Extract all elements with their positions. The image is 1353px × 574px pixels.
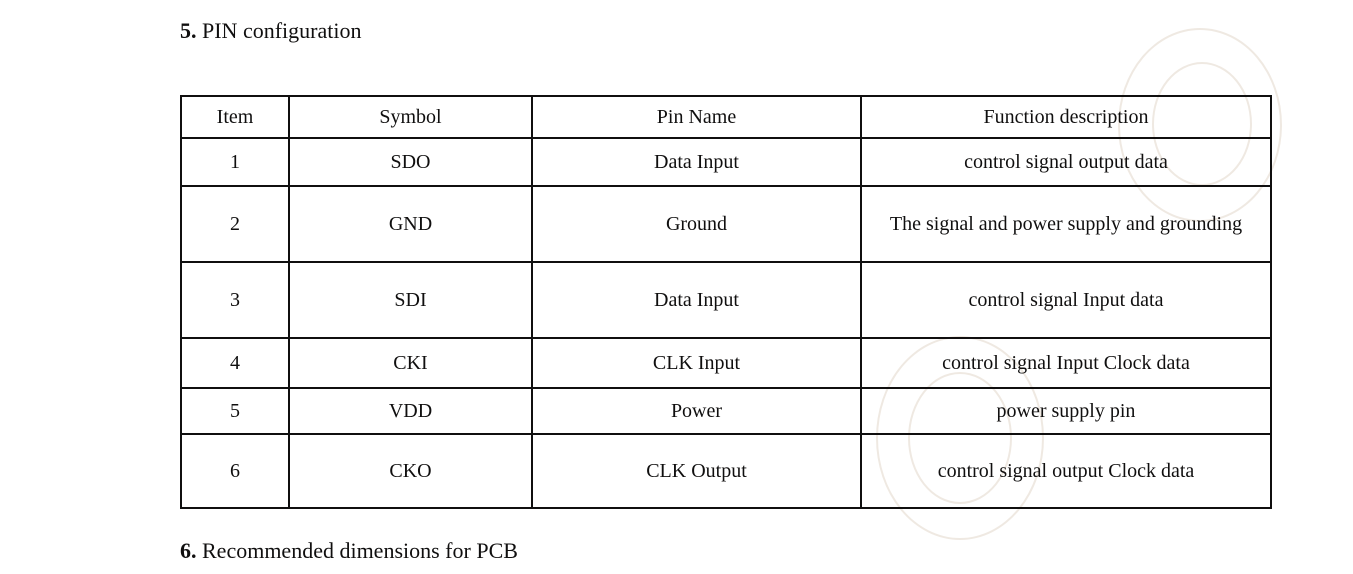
cell-item: 3 <box>180 261 290 339</box>
table-row: 6 CKO CLK Output control signal output C… <box>180 433 1272 509</box>
table-row: 2 GND Ground The signal and power supply… <box>180 185 1272 263</box>
pin-configuration-table: Item Symbol Pin Name Function descriptio… <box>180 95 1272 509</box>
section-title: Recommended dimensions for PCB <box>202 538 518 563</box>
column-header-function-description: Function description <box>860 95 1272 139</box>
section-number: 5. <box>180 18 197 43</box>
cell-item: 2 <box>180 185 290 263</box>
cell-function: control signal output Clock data <box>860 433 1272 509</box>
cell-item: 6 <box>180 433 290 509</box>
cell-item: 1 <box>180 137 290 187</box>
cell-symbol: VDD <box>288 387 533 435</box>
cell-pin-name: Power <box>531 387 862 435</box>
cell-pin-name: CLK Output <box>531 433 862 509</box>
cell-function: power supply pin <box>860 387 1272 435</box>
cell-item: 4 <box>180 337 290 389</box>
cell-symbol: CKO <box>288 433 533 509</box>
cell-pin-name: Ground <box>531 185 862 263</box>
section-number: 6. <box>180 538 197 563</box>
table-row: 1 SDO Data Input control signal output d… <box>180 137 1272 187</box>
table-row: 5 VDD Power power supply pin <box>180 387 1272 435</box>
cell-symbol: CKI <box>288 337 533 389</box>
cell-symbol: SDO <box>288 137 533 187</box>
cell-function: control signal Input data <box>860 261 1272 339</box>
section-heading-pin-configuration: 5. PIN configuration <box>180 18 361 44</box>
table-row: 4 CKI CLK Input control signal Input Clo… <box>180 337 1272 389</box>
section-heading-pcb-dimensions: 6. Recommended dimensions for PCB <box>180 538 518 564</box>
cell-function: control signal output data <box>860 137 1272 187</box>
cell-item: 5 <box>180 387 290 435</box>
column-header-symbol: Symbol <box>288 95 533 139</box>
table-header-row: Item Symbol Pin Name Function descriptio… <box>180 95 1272 139</box>
cell-pin-name: Data Input <box>531 137 862 187</box>
cell-pin-name: Data Input <box>531 261 862 339</box>
column-header-pin-name: Pin Name <box>531 95 862 139</box>
cell-pin-name: CLK Input <box>531 337 862 389</box>
cell-symbol: SDI <box>288 261 533 339</box>
cell-function: control signal Input Clock data <box>860 337 1272 389</box>
cell-function: The signal and power supply and groundin… <box>860 185 1272 263</box>
column-header-item: Item <box>180 95 290 139</box>
cell-symbol: GND <box>288 185 533 263</box>
table-row: 3 SDI Data Input control signal Input da… <box>180 261 1272 339</box>
section-title: PIN configuration <box>202 18 362 43</box>
